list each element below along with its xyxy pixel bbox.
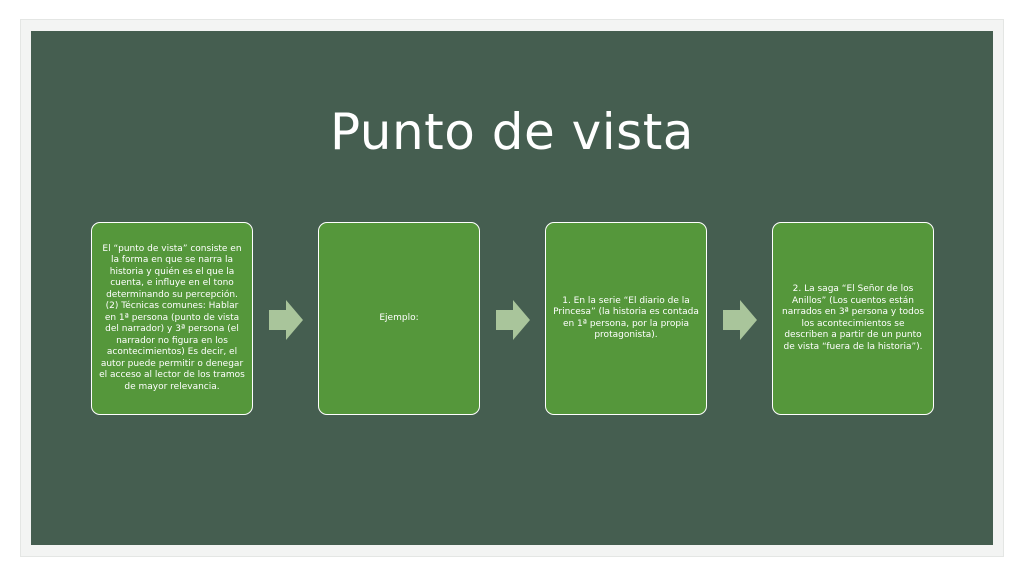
process-box-2: Ejemplo: <box>318 222 480 415</box>
slide-title: Punto de vista <box>330 103 694 161</box>
process-box-1: El “punto de vista” consiste en la forma… <box>91 222 253 415</box>
process-box-3: 1. En la serie “El diario de la Princesa… <box>545 222 707 415</box>
right-arrow-icon <box>496 300 530 340</box>
process-box-text: Ejemplo: <box>379 312 419 323</box>
right-arrow-icon <box>723 300 757 340</box>
process-box-text: 1. En la serie “El diario de la Princesa… <box>553 295 699 341</box>
right-arrow-icon <box>269 300 303 340</box>
process-box-4: 2. La saga “El Señor de los Anillos” (Lo… <box>772 222 934 415</box>
process-box-text: El “punto de vista” consiste en la forma… <box>99 243 245 392</box>
process-box-text: 2. La saga “El Señor de los Anillos” (Lo… <box>781 284 925 352</box>
